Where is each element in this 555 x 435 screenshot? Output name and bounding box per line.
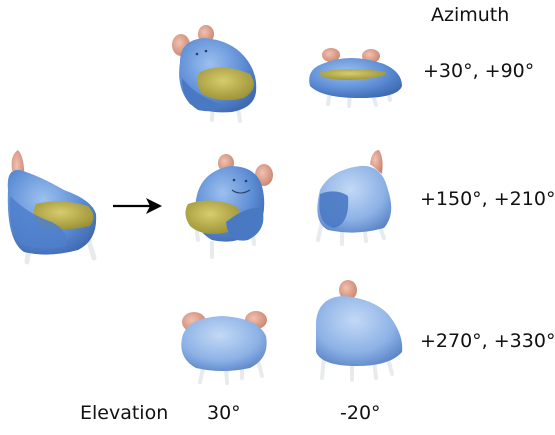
column-label-2: -20° bbox=[340, 402, 381, 424]
elevation-label: Elevation bbox=[80, 402, 169, 424]
chair-elev30-az150 bbox=[185, 154, 273, 259]
row-label-2: +150°, +210° bbox=[420, 188, 555, 210]
chair-elev30-az270 bbox=[181, 311, 267, 385]
right-arrow-icon bbox=[113, 198, 162, 214]
chair-elev30-az30 bbox=[172, 25, 257, 123]
row-label-1: +30°, +90° bbox=[423, 60, 535, 82]
row-label-3: +270°, +330° bbox=[420, 330, 555, 352]
input-chair-render bbox=[7, 150, 97, 265]
chair-elevm20-az90 bbox=[309, 48, 402, 108]
chair-elevm20-az210 bbox=[316, 150, 392, 246]
chair-elevm20-az330 bbox=[316, 280, 403, 382]
azimuth-header: Azimuth bbox=[431, 4, 510, 26]
column-label-1: 30° bbox=[207, 402, 241, 424]
